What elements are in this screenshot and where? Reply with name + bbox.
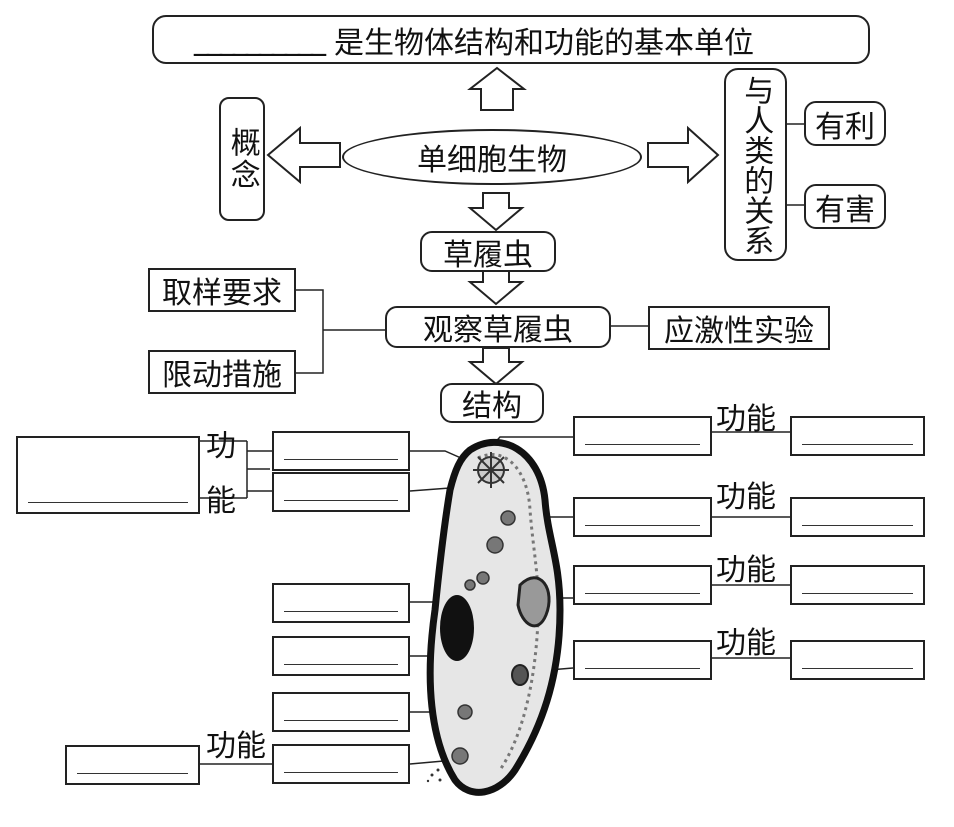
structure-answer-box[interactable] [272, 472, 410, 512]
answer-blank[interactable]: __________ [194, 22, 326, 57]
relation-box: 与人类的关系 [724, 68, 787, 261]
right-arrow-icon [647, 125, 720, 185]
structure-answer-box[interactable] [573, 565, 712, 605]
structure-answer-box[interactable] [272, 692, 410, 732]
function-answer-box[interactable] [790, 565, 925, 605]
structure-answer-box[interactable] [272, 636, 410, 676]
sampling-requirement-box: 取样要求 [148, 268, 296, 312]
top-statement-box: __________ 是生物体结构和功能的基本单位 [152, 15, 870, 64]
function-label-bottom: 能 [206, 484, 236, 519]
species-label: 草履虫 [443, 237, 533, 273]
function-label: 功能 [716, 480, 776, 515]
structure-answer-box[interactable] [573, 416, 712, 456]
sampling-requirement-label: 取样要求 [162, 276, 282, 311]
structure-answer-box[interactable] [272, 583, 410, 623]
center-label: 单细胞生物 [417, 143, 567, 178]
relation-item-label: 有害 [815, 192, 875, 228]
function-answer-box[interactable] [790, 497, 925, 537]
structure-answer-box[interactable] [272, 431, 410, 471]
function-answer-box[interactable] [790, 416, 925, 456]
stimulus-experiment-label: 应激性实验 [664, 314, 814, 349]
relation-item-beneficial: 有利 [804, 101, 886, 146]
restraint-measure-label: 限动措施 [162, 358, 282, 393]
center-ellipse: 单细胞生物 [342, 129, 642, 185]
relation-label: 与人类的关系 [738, 74, 774, 255]
structure-box: 结构 [440, 383, 544, 424]
left-arrow-icon [266, 125, 341, 185]
structure-answer-box[interactable] [272, 744, 410, 784]
function-answer-box[interactable] [790, 640, 925, 680]
concept-label: 概念 [224, 127, 260, 191]
down-arrow-icon [467, 192, 525, 232]
function-label-top: 功 [206, 429, 236, 464]
relation-item-label: 有利 [815, 109, 875, 145]
down-arrow-icon [467, 347, 525, 386]
paramecium-illustration [426, 438, 564, 796]
structure-label: 结构 [462, 389, 522, 424]
up-arrow-icon [467, 66, 527, 111]
concept-box: 概念 [219, 97, 265, 221]
function-label: 功能 [716, 626, 776, 661]
function-answer-box[interactable] [16, 436, 200, 514]
function-answer-box[interactable] [65, 745, 200, 785]
function-label: 功能 [716, 553, 776, 588]
function-label: 功能 [206, 729, 266, 764]
relation-item-harmful: 有害 [804, 184, 886, 229]
top-statement-text: 是生物体结构和功能的基本单位 [334, 25, 754, 61]
restraint-measure-box: 限动措施 [148, 350, 296, 394]
observe-box: 观察草履虫 [385, 306, 611, 348]
species-box: 草履虫 [420, 231, 556, 273]
stimulus-experiment-box: 应激性实验 [648, 306, 830, 350]
structure-answer-box[interactable] [573, 640, 712, 680]
function-label: 功能 [716, 402, 776, 437]
observe-label: 观察草履虫 [423, 313, 573, 348]
structure-answer-box[interactable] [573, 497, 712, 537]
